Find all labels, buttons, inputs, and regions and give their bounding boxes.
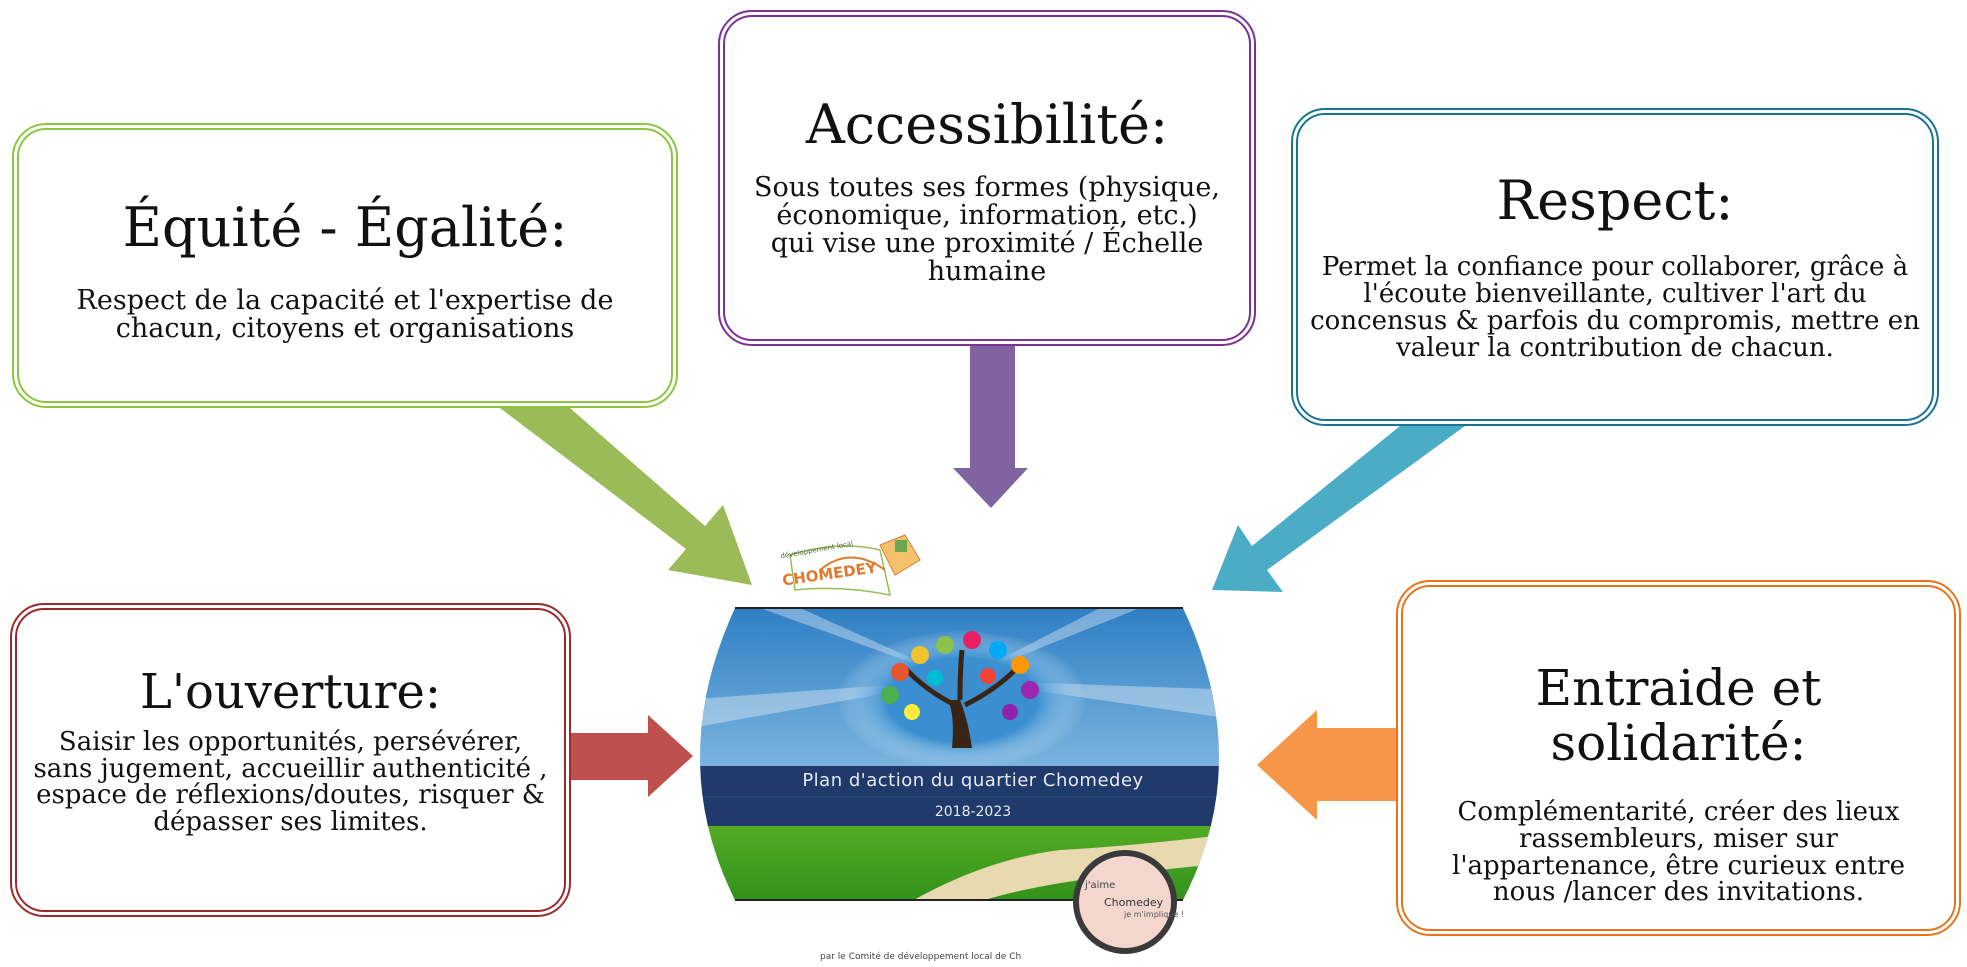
tree-icon [881, 631, 1039, 748]
value-title-equite: Équité - Égalité: [122, 196, 568, 259]
value-body-entraide: Complémentarité, créer des lieux rassemb… [1452, 797, 1905, 908]
stamp-line-1: j'aime [1085, 880, 1116, 891]
value-body-accessibilite: Sous toutes ses formes (physique, économ… [754, 172, 1220, 287]
value-box-accessibilite: Accessibilité: Sous toutes ses formes (p… [718, 10, 1256, 346]
value-box-equite: Équité - Égalité: Respect de la capacité… [12, 123, 678, 408]
value-body-equite: Respect de la capacité et l'expertise de… [76, 285, 614, 345]
cover-image [700, 608, 1219, 900]
value-body-ouverture: Saisir les opportunités, persévérer, san… [33, 726, 548, 838]
footer-credit: par le Comité de développement local de … [820, 952, 1022, 962]
value-box-respect: Respect: Permet la confiance pour collab… [1291, 108, 1939, 426]
arrow-blue [1212, 426, 1465, 592]
value-title-ouverture: L'ouverture: [139, 664, 442, 720]
jaime-chomedey-stamp [1073, 850, 1177, 954]
banner-title: Plan d'action du quartier Chomedey [802, 770, 1144, 791]
value-title-entraide: Entraide et solidarité: [1535, 659, 1822, 772]
value-box-entraide: Entraide et solidarité: Complémentarité,… [1396, 580, 1961, 936]
value-title-respect: Respect: [1496, 169, 1734, 232]
stamp-line-2: Chomedey [1104, 896, 1164, 909]
arrow-orange [1257, 710, 1396, 820]
value-title-accessibilite: Accessibilité: [805, 93, 1169, 156]
arrow-green [500, 408, 752, 585]
arrow-red [571, 715, 693, 797]
banner-years: 2018-2023 [934, 804, 1012, 820]
arrow-purple [953, 346, 1028, 508]
stamp-line-3: je m'implique ! [1124, 910, 1185, 919]
chomedey-logo [789, 534, 921, 596]
value-box-ouverture: L'ouverture: Saisir les opportunités, pe… [10, 603, 571, 917]
value-body-respect: Permet la confiance pour collaborer, grâ… [1310, 252, 1920, 363]
